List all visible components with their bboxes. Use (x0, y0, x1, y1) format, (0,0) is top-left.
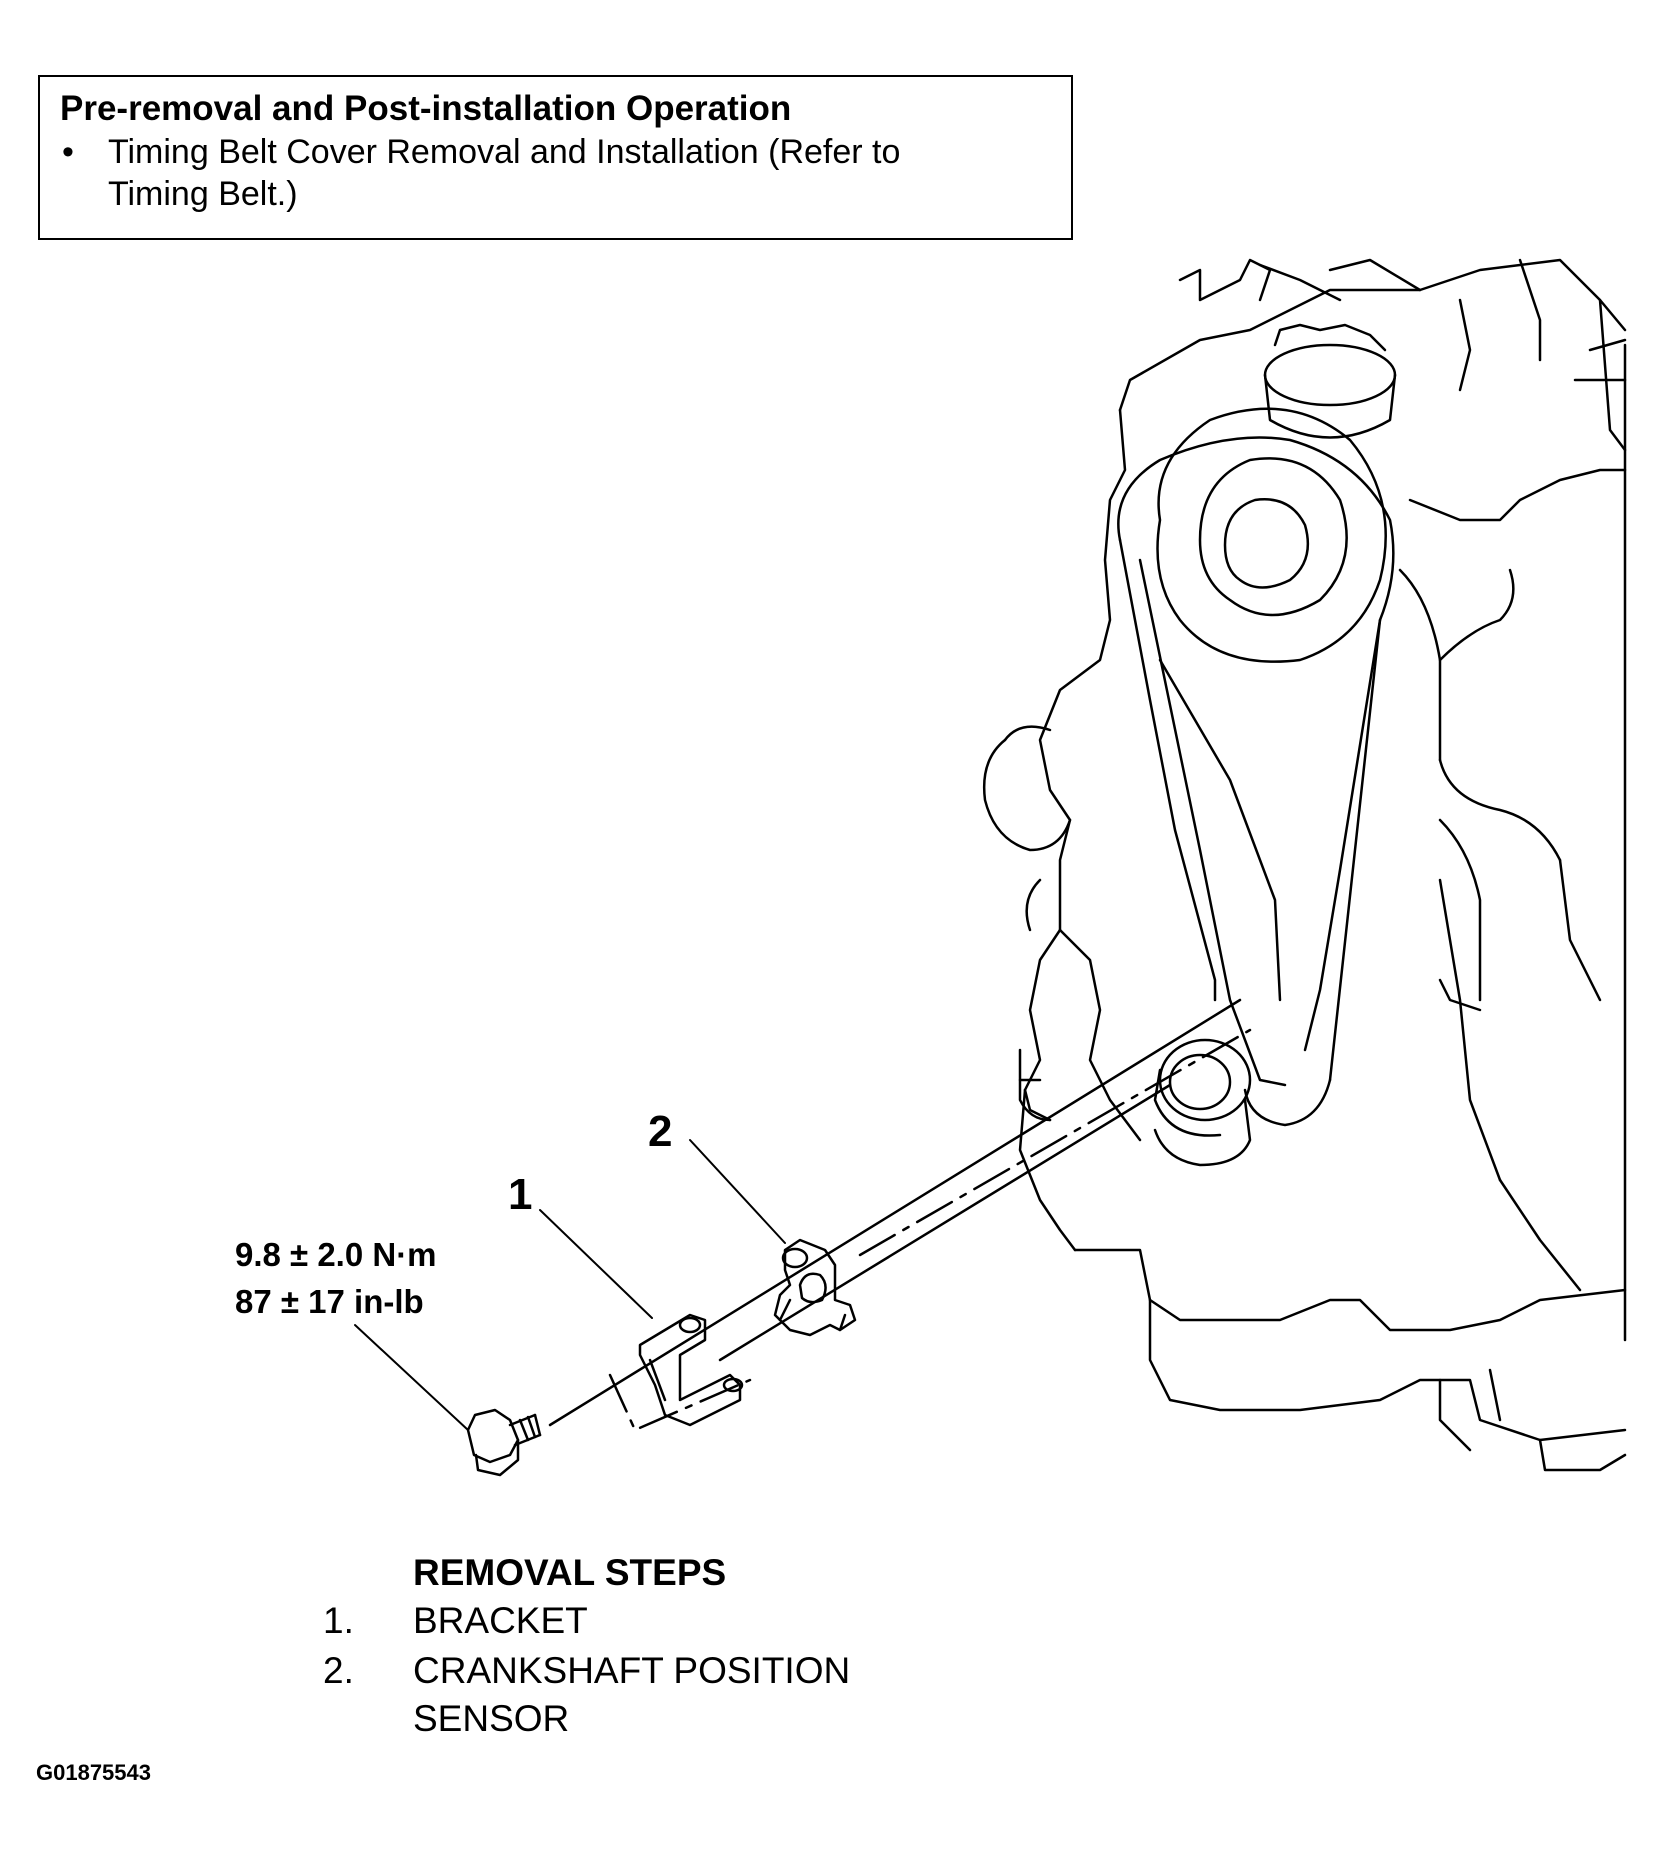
note-title: Pre-removal and Post-installation Operat… (60, 89, 792, 128)
engine-block (1018, 258, 1627, 1472)
camshaft-housing (1156, 407, 1387, 663)
step-number: 1. (323, 1600, 354, 1641)
figure-id: G01875543 (36, 1760, 151, 1785)
bolt (466, 1408, 542, 1477)
callout-item-2: 2 (648, 1107, 673, 1156)
removal-steps-title: REMOVAL STEPS (413, 1552, 727, 1593)
bracket (638, 1313, 744, 1427)
crankshaft-nose (1153, 1038, 1252, 1167)
step-number: 2. (323, 1650, 354, 1691)
callout-item-1: 1 (508, 1170, 533, 1219)
oil-filler-cap (1263, 323, 1397, 439)
alignment-lines (548, 998, 1252, 1432)
timing-belt-cover (1117, 436, 1395, 1127)
step-text: CRANKSHAFT POSITION (413, 1650, 851, 1691)
leader-lines (354, 1139, 786, 1431)
note-bullet: • (62, 133, 74, 171)
pre-removal-note-box: Pre-removal and Post-installation Operat… (38, 75, 1073, 240)
valve-cover (1178, 258, 1627, 392)
crankshaft-position-sensor (773, 1238, 857, 1337)
step-text-continued: SENSOR (413, 1698, 570, 1739)
engine-left-bulges (983, 725, 1072, 1122)
engine-side-details (1398, 468, 1627, 1292)
note-line-2: Timing Belt.) (108, 175, 298, 213)
step-text: BRACKET (413, 1600, 588, 1641)
torque-inlb: 87 ± 17 in-lb (235, 1283, 424, 1320)
note-line-1: Timing Belt Cover Removal and Installati… (108, 133, 901, 171)
torque-nm: 9.8 ± 2.0 N·m (235, 1236, 437, 1273)
